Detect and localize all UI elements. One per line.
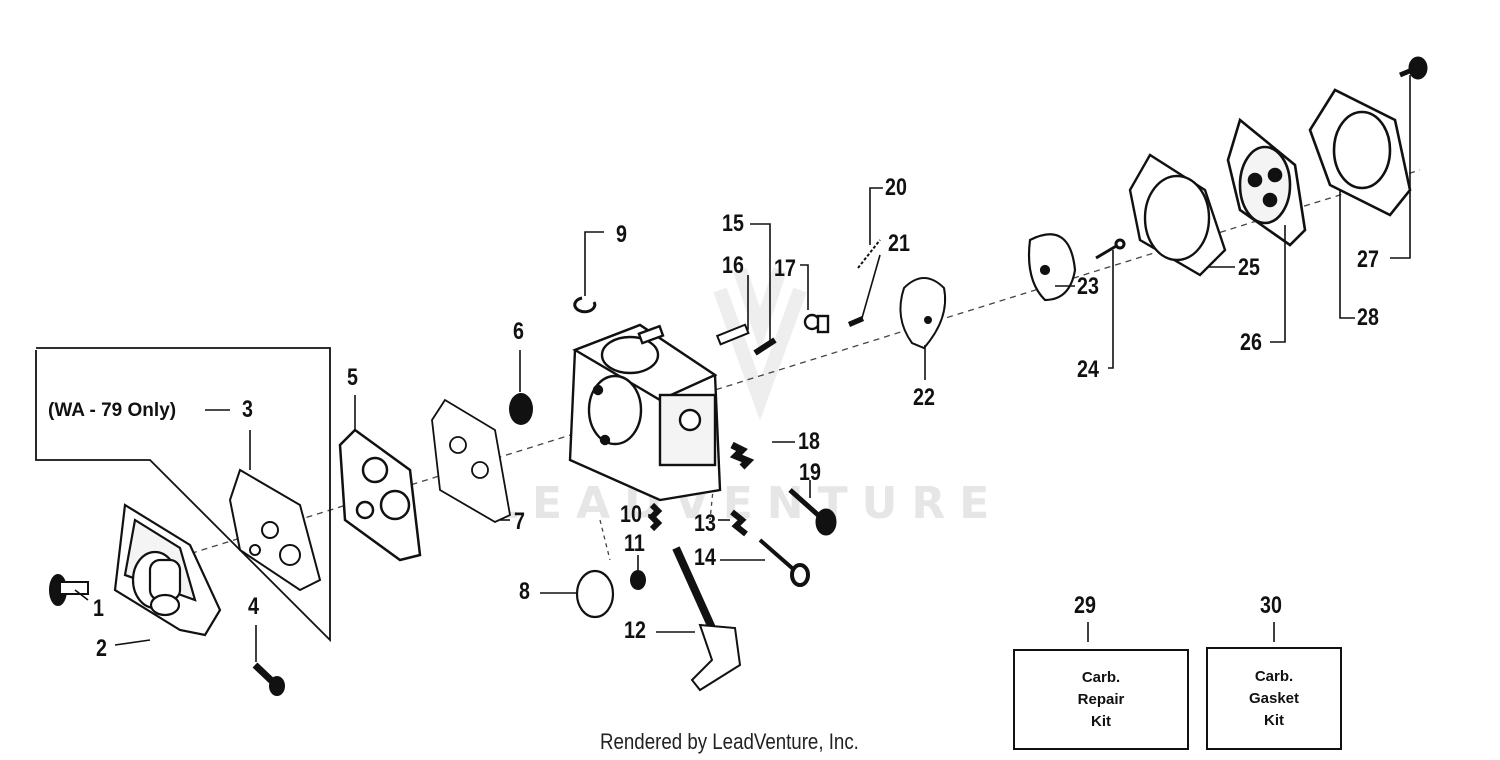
watermark-logo xyxy=(713,267,807,421)
kit-line: Carb. xyxy=(1254,667,1294,685)
carb-gasket-kit-box: Carb. Gasket Kit xyxy=(1206,647,1342,750)
part-23-valve xyxy=(1027,233,1077,302)
callout-15: 15 xyxy=(722,210,744,237)
callout-5: 5 xyxy=(347,364,358,391)
part-5-plate xyxy=(338,428,422,562)
part-18-spring xyxy=(729,441,755,470)
rendered-by-credit: Rendered by LeadVenture, Inc. xyxy=(600,729,859,754)
part-13-spring xyxy=(730,509,748,537)
callout-22: 22 xyxy=(913,384,935,411)
part-9-clip xyxy=(573,296,597,314)
part-20-pin xyxy=(857,239,881,269)
callout-30: 30 xyxy=(1260,592,1282,619)
part-4-screw xyxy=(252,662,285,696)
callout-12: 12 xyxy=(624,617,646,644)
callout-20: 20 xyxy=(885,174,907,201)
callout-8: 8 xyxy=(519,578,530,605)
leader-lines xyxy=(74,75,1411,662)
callout-18: 18 xyxy=(798,428,820,455)
callout-7: 7 xyxy=(514,508,525,535)
part-3-gasket xyxy=(228,468,322,592)
callout-9: 9 xyxy=(616,221,627,248)
callout-3: 3 xyxy=(242,396,253,423)
part-2-cover xyxy=(113,503,222,637)
part-28-cover xyxy=(1308,88,1412,217)
callout-2: 2 xyxy=(96,635,107,662)
part-15-shaft xyxy=(753,337,777,356)
kit-line: Carb. xyxy=(1081,668,1121,686)
callout-24: 24 xyxy=(1077,356,1099,383)
callout-23: 23 xyxy=(1077,273,1099,300)
callout-21: 21 xyxy=(888,230,910,257)
part-6-screen xyxy=(509,393,533,425)
callout-27: 27 xyxy=(1357,246,1379,273)
carburetor-body xyxy=(568,323,722,502)
callout-10: 10 xyxy=(620,501,642,528)
callout-28: 28 xyxy=(1357,304,1379,331)
part-22-lever xyxy=(899,277,947,350)
callout-6: 6 xyxy=(513,318,524,345)
callout-11: 11 xyxy=(624,530,645,557)
part-19-needle xyxy=(788,488,837,536)
part-16-pin xyxy=(715,323,750,346)
part-17-clip xyxy=(803,313,830,334)
callout-1: 1 xyxy=(93,595,104,622)
callout-16: 16 xyxy=(722,252,744,279)
callout-4: 4 xyxy=(248,593,259,620)
callout-19: 19 xyxy=(799,459,821,486)
wa79-note: (WA - 79 Only) xyxy=(48,400,177,421)
part-11-nut xyxy=(630,570,646,590)
part-25-gasket xyxy=(1128,153,1227,277)
kit-line: Gasket xyxy=(1248,689,1300,707)
part-8-disc xyxy=(575,569,615,619)
part-7-diaphragm xyxy=(431,398,512,524)
kit-line: Repair xyxy=(1077,690,1125,708)
kit-line: Kit xyxy=(1091,712,1111,730)
kit-line: Kit xyxy=(1264,711,1284,729)
carb-repair-kit-box: Carb. Repair Kit xyxy=(1013,649,1189,750)
callout-25: 25 xyxy=(1238,254,1260,281)
callout-26: 26 xyxy=(1240,329,1262,356)
part-27-screw xyxy=(1399,56,1428,80)
part-24-pin xyxy=(1095,238,1126,260)
callout-29: 29 xyxy=(1074,592,1096,619)
callout-13: 13 xyxy=(694,510,716,537)
part-10-spring xyxy=(647,502,663,532)
part-12-lever xyxy=(672,546,742,692)
callout-14: 14 xyxy=(694,544,716,571)
part-26-plate xyxy=(1226,117,1307,247)
callout-17: 17 xyxy=(774,255,796,282)
part-1-screw xyxy=(49,574,89,606)
part-14-needle xyxy=(758,538,810,587)
part-21-screw xyxy=(848,316,864,327)
